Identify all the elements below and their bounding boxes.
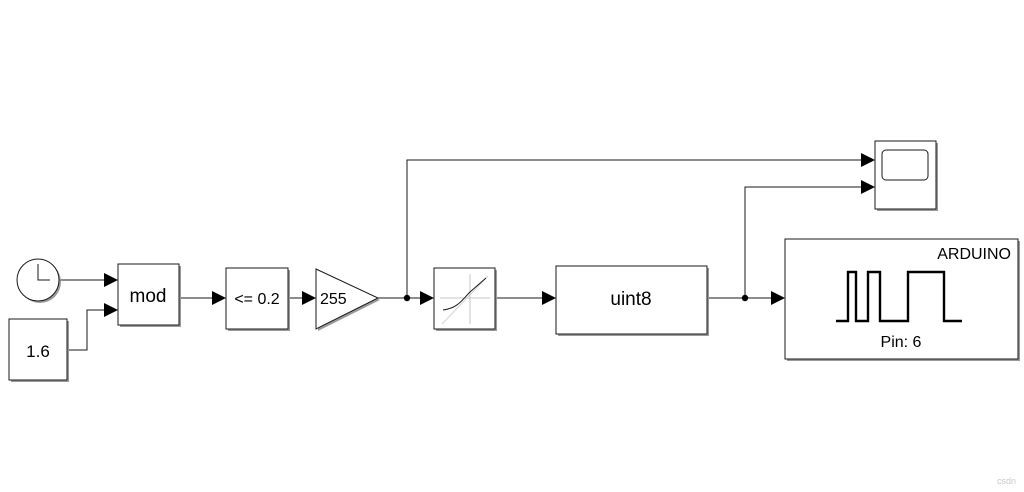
wire-branch-to-scope-in2[interactable] (744, 186, 865, 298)
arrow-mod-in1 (104, 273, 118, 287)
arrow-convert-in (542, 291, 556, 305)
branch-point-gain-output (403, 294, 411, 302)
wire-arrowheads (104, 153, 875, 317)
constant-block[interactable]: 1.6 (8, 318, 69, 382)
watermark: csdn (997, 476, 1016, 486)
convert-label: uint8 (610, 289, 651, 310)
clock-icon (37, 264, 50, 281)
arrow-scope-in1 (861, 153, 875, 167)
arrow-mod-in2 (104, 303, 118, 317)
constant-value: 1.6 (26, 342, 50, 361)
mod-label: mod (130, 286, 167, 307)
relational-label: <= 0.2 (234, 291, 279, 308)
arrow-arduino-in (771, 291, 785, 305)
scope-screen-icon (881, 149, 929, 181)
wire-constant-to-mod[interactable] (67, 309, 108, 351)
wire-branch-to-scope-in1[interactable] (406, 159, 865, 298)
relational-operator-block[interactable]: <= 0.2 (225, 267, 290, 331)
clock-block[interactable] (16, 258, 61, 303)
arduino-pin-label: Pin: 6 (881, 334, 922, 351)
arrow-scope-in2 (861, 180, 875, 194)
arduino-pwm-block[interactable]: ARDUINO Pin: 6 (784, 238, 1020, 361)
branch-point-convert-output (741, 294, 749, 302)
gain-block[interactable]: 255 (315, 268, 380, 331)
pwm-waveform-icon (836, 270, 962, 323)
saturation-block[interactable] (433, 267, 497, 331)
arduino-brand-label: ARDUINO (937, 246, 1011, 263)
arrow-relational-in (212, 291, 226, 305)
data-type-conversion-block[interactable]: uint8 (555, 265, 709, 336)
mod-block[interactable]: mod (117, 263, 181, 327)
scope-block[interactable] (874, 140, 938, 211)
signal-wires (60, 159, 865, 351)
arrow-gain-in (302, 291, 316, 305)
saturation-curve-icon (440, 274, 490, 325)
gain-label: 255 (320, 291, 347, 308)
arrow-saturation-in (420, 291, 434, 305)
